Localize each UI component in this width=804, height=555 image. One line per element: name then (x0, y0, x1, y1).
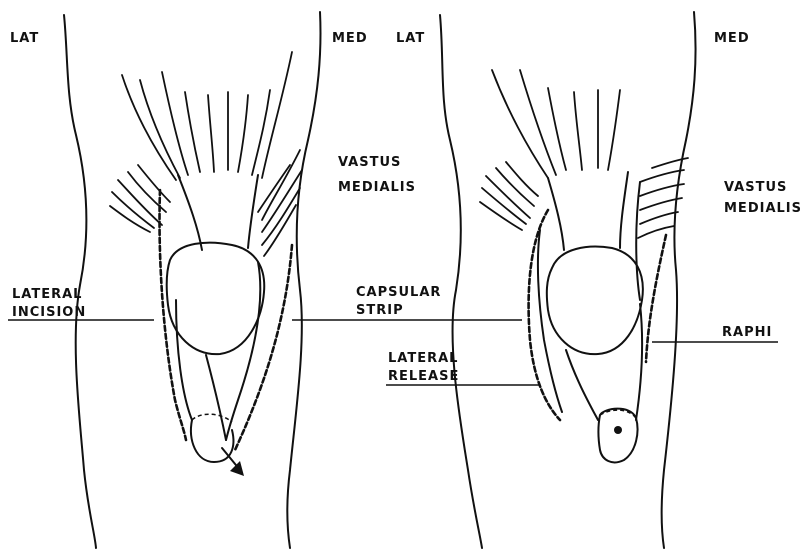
left-patella (167, 243, 265, 355)
right-quadriceps-tendon-medial (620, 172, 628, 248)
right-med-label: MED (714, 31, 750, 46)
right-medialis-label: MEDIALIS (724, 201, 802, 216)
left-quadriceps-tendon-medial (248, 175, 258, 248)
lateral-release-label-2: RELEASE (388, 369, 459, 384)
left-vastus-medialis-fibers (258, 52, 302, 256)
left-tubercle-dotted-cut (192, 414, 232, 422)
left-knee-lateral-outline (64, 15, 96, 548)
left-vastus-label: VASTUS (338, 155, 401, 170)
left-knee-drawing (64, 12, 321, 548)
left-quadriceps-tendon (178, 175, 202, 250)
left-central-muscle-fibers (162, 72, 270, 175)
left-lateral-muscle-fibers (110, 75, 180, 232)
left-med-label: MED (332, 31, 368, 46)
right-knee-drawing (440, 12, 696, 548)
right-vastus-label: VASTUS (724, 180, 787, 195)
right-knee-medial-outline (662, 12, 696, 548)
lateral-release-label-1: LATERAL (388, 351, 458, 366)
right-raphi-line (646, 235, 666, 362)
right-vastus-medialis-fibers (638, 158, 688, 238)
lateral-incision-label-2: INCISION (12, 305, 86, 320)
left-medialis-label: MEDIALIS (338, 180, 416, 195)
right-lat-label: LAT (396, 31, 425, 46)
arrow-head-icon (230, 461, 244, 476)
left-knee-medial-outline (287, 12, 320, 548)
right-screw-dot (614, 426, 622, 434)
capsular-label-1: CAPSULAR (356, 285, 441, 300)
right-tibial-tubercle (599, 409, 638, 463)
right-patellar-tendon-lateral (566, 350, 598, 420)
raphi-label: RAPHI (722, 325, 772, 340)
left-capsular-strip (176, 300, 226, 440)
lateral-incision-label-1: LATERAL (12, 287, 82, 302)
right-lateral-muscle-fibers (480, 70, 548, 230)
left-lateral-incision-line (160, 190, 186, 440)
capsular-label-2: STRIP (356, 303, 404, 318)
right-patella (547, 247, 643, 355)
left-lat-label: LAT (10, 31, 39, 46)
right-medial-border (636, 182, 640, 300)
right-knee-lateral-outline (440, 15, 482, 548)
right-quadriceps-tendon (548, 178, 564, 250)
